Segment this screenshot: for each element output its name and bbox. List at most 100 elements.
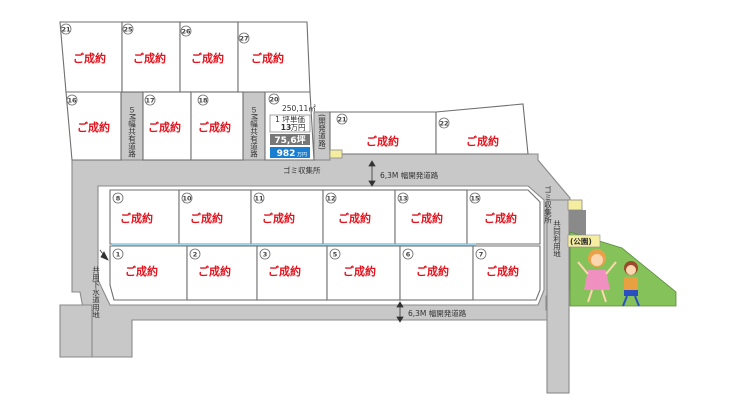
- lot-number-7: 7: [475, 248, 487, 260]
- svg-text:17: 17: [145, 97, 154, 105]
- svg-text:25: 25: [123, 26, 133, 34]
- lot-number-21b: 21: [336, 113, 348, 125]
- road-5m-left-label: ５M幅共有道路: [127, 106, 136, 158]
- sold-label-lot-21b: ご成約: [366, 134, 399, 148]
- dim-arrow-top: [368, 160, 376, 187]
- lot-number-8: 8: [112, 192, 124, 204]
- sold-label-lot-21: ご成約: [73, 51, 106, 65]
- dev-road-vertical-label: (開発道路): [317, 114, 326, 150]
- svg-text:7: 7: [479, 251, 484, 259]
- lot-number-3: 3: [259, 248, 271, 260]
- lot-number-11: 11: [253, 192, 265, 204]
- lot-number-16: 16: [66, 94, 78, 106]
- lot-20-unit-price: 1 坪単価 13 万円: [269, 114, 311, 133]
- garbage-label-1: ゴミ収集所: [283, 165, 321, 175]
- lot-18[interactable]: [190, 91, 244, 161]
- svg-text:21: 21: [61, 26, 71, 34]
- lot-number-21: 21: [60, 23, 72, 35]
- park-label: (公園): [570, 237, 592, 246]
- lot-number-15: 15: [469, 192, 481, 204]
- svg-text:75,6坪: 75,6坪: [274, 134, 305, 146]
- lot-number-25: 25: [122, 23, 134, 35]
- svg-text:18: 18: [198, 97, 208, 105]
- svg-text:5: 5: [333, 251, 338, 259]
- svg-text:10: 10: [182, 195, 192, 203]
- garbage-plot-right: [567, 199, 583, 211]
- svg-text:22: 22: [439, 120, 448, 128]
- svg-text:12: 12: [326, 195, 335, 203]
- lot-number-2: 2: [189, 248, 201, 260]
- garbage-label-2: ゴミ収集所: [543, 185, 552, 225]
- lot-number-26: 26: [180, 25, 192, 37]
- svg-text:3: 3: [263, 251, 268, 259]
- lot-number-17: 17: [144, 94, 156, 106]
- lot-number-13: 13: [397, 192, 409, 204]
- dim-arrow-bottom: [396, 301, 404, 323]
- park-label-bg: [567, 234, 601, 248]
- lot-number-10: 10: [181, 192, 193, 204]
- lot-7[interactable]: [472, 245, 541, 301]
- sold-label-lot-3: ご成約: [268, 264, 301, 278]
- svg-text:13: 13: [281, 123, 291, 132]
- lot-number-12: 12: [325, 192, 337, 204]
- lot-16[interactable]: [65, 91, 122, 161]
- svg-text:万円: 万円: [297, 152, 307, 158]
- sold-label-lot-16: ご成約: [77, 120, 110, 134]
- dev-road-top-label: 6,3M 幅開発道路: [380, 170, 439, 180]
- sold-label-lot-15: ご成約: [484, 211, 517, 225]
- svg-text:13: 13: [398, 195, 407, 203]
- lot-number-27: 27: [238, 32, 250, 44]
- svg-text:1: 1: [116, 251, 121, 259]
- sold-label-lot-5: ご成約: [343, 264, 376, 278]
- sold-label-lot-13: ご成約: [410, 211, 443, 225]
- svg-text:982: 982: [277, 149, 296, 159]
- sold-label-lot-2: ご成約: [198, 264, 231, 278]
- svg-text:21: 21: [337, 116, 347, 124]
- sold-label-lot-18: ご成約: [198, 120, 231, 134]
- sold-label-lot-22: ご成約: [466, 134, 499, 148]
- svg-text:万円: 万円: [291, 123, 306, 132]
- lot-number-5: 5: [329, 248, 341, 260]
- lot-22[interactable]: [435, 103, 529, 155]
- sold-label-lot-25: ご成約: [133, 51, 166, 65]
- lot-number-6: 6: [402, 248, 414, 260]
- lot-number-18: 18: [197, 94, 209, 106]
- lot-1[interactable]: [109, 245, 188, 301]
- highlight-plot: [329, 149, 343, 159]
- svg-text:6: 6: [406, 251, 411, 259]
- dim-arrow-water: [99, 249, 109, 261]
- shared-water-label: 共用下水道用地: [91, 266, 100, 319]
- svg-text:8: 8: [116, 195, 121, 203]
- svg-text:20: 20: [269, 96, 279, 104]
- road-5m-right-label: ５M幅共有道路: [249, 106, 258, 158]
- lot-20-tsubo-badge: 75,6坪: [270, 134, 310, 146]
- lot-20-area: 250,11㎡: [282, 104, 316, 113]
- svg-text:26: 26: [181, 28, 191, 36]
- sold-label-lot-17: ご成約: [148, 120, 181, 134]
- sold-label-lot-1: ご成約: [125, 264, 158, 278]
- lot-number-20: 20: [268, 93, 280, 105]
- sold-label-lot-7: ご成約: [486, 264, 519, 278]
- svg-text:2: 2: [193, 251, 198, 259]
- lot-number-1: 1: [112, 248, 124, 260]
- kids-illustration: [577, 249, 640, 307]
- svg-text:15: 15: [470, 195, 480, 203]
- lot-15[interactable]: [466, 189, 541, 245]
- svg-text:16: 16: [67, 97, 77, 105]
- sold-label-lot-11: ご成約: [262, 211, 295, 225]
- shared-land-label: 共同利用地: [552, 220, 561, 258]
- lot-20-price-badge: 982 万円: [270, 147, 310, 159]
- road-right-vertical: [546, 199, 570, 394]
- sold-label-lot-26: ご成約: [191, 51, 224, 65]
- sold-label-lot-8: ご成約: [120, 211, 153, 225]
- sold-label-lot-12: ご成約: [338, 211, 371, 225]
- svg-text:27: 27: [239, 35, 248, 43]
- road-left-branch: [59, 304, 93, 358]
- svg-text:11: 11: [254, 195, 264, 203]
- sold-label-lot-10: ご成約: [190, 211, 223, 225]
- sold-label-lot-6: ご成約: [416, 264, 449, 278]
- lot-number-22: 22: [438, 117, 450, 129]
- sold-label-lot-27: ご成約: [251, 51, 284, 65]
- svg-text:1 坪単価: 1 坪単価: [275, 114, 305, 124]
